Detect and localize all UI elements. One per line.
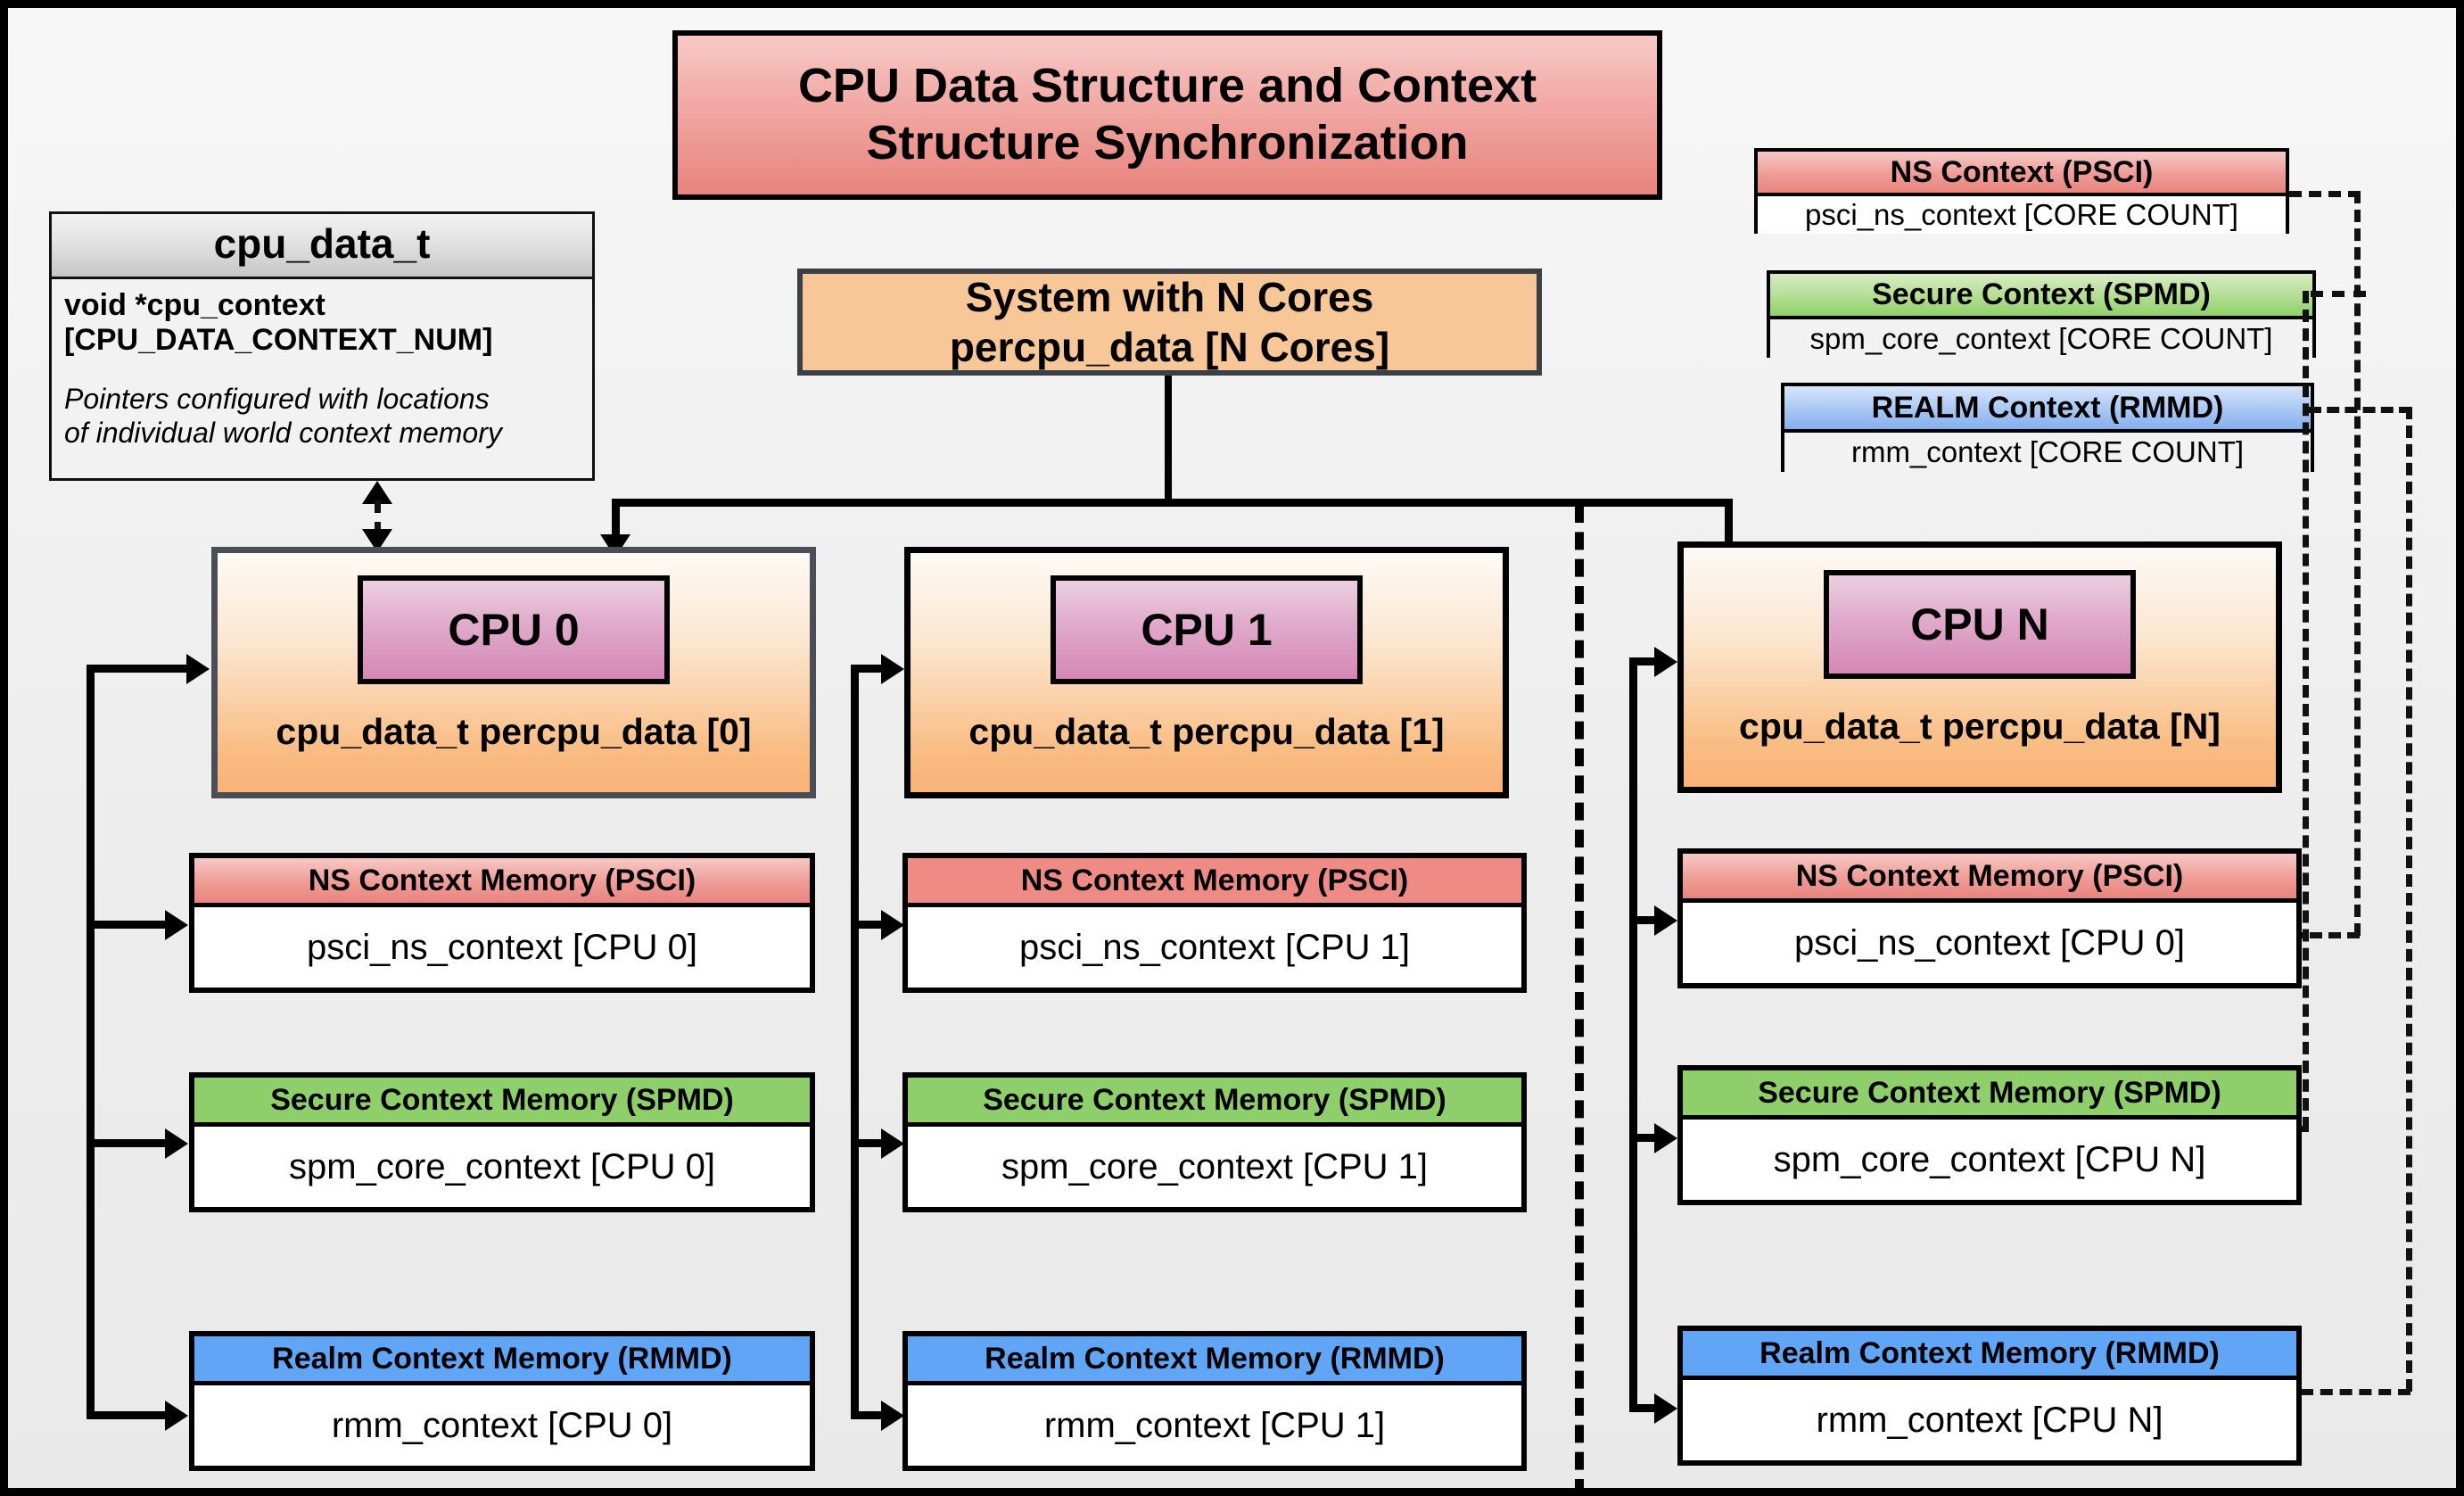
legend-secure-dashed-v bbox=[2303, 291, 2309, 1129]
legend-ns-context: NS Context (PSCI) psci_ns_context [CORE … bbox=[1754, 148, 2289, 234]
context-header-ns-cpu0: NS Context Memory (PSCI) bbox=[194, 858, 810, 907]
cpu0-trunk-line bbox=[87, 665, 95, 1419]
branch-to-cpun-line bbox=[1725, 499, 1733, 558]
legend-realm-context: REALM Context (RMMD) rmm_context [CORE C… bbox=[1781, 383, 2314, 472]
cpu-badge-0: CPU 0 bbox=[358, 575, 670, 684]
diagram-title: CPU Data Structure and Context Structure… bbox=[672, 30, 1662, 200]
cpu1-trunk-line bbox=[851, 665, 859, 1419]
cpu1-arrow-head-realm bbox=[881, 1401, 904, 1431]
cpu0-arrow-head-secure bbox=[165, 1128, 188, 1159]
context-box-ns-cpun: NS Context Memory (PSCI) psci_ns_context… bbox=[1677, 848, 2302, 988]
context-value-realm-cpun: rmm_context [CPU N] bbox=[1683, 1380, 2296, 1460]
context-value-ns-cpun: psci_ns_context [CPU 0] bbox=[1683, 903, 2296, 983]
context-box-secure-cpu1: Secure Context Memory (SPMD) spm_core_co… bbox=[902, 1072, 1527, 1212]
column-group-divider bbox=[1575, 505, 1584, 1488]
context-header-realm-cpu0: Realm Context Memory (RMMD) bbox=[194, 1336, 810, 1385]
context-header-ns-cpun: NS Context Memory (PSCI) bbox=[1683, 854, 2296, 903]
legend-ns-context-header: NS Context (PSCI) bbox=[1758, 152, 2286, 196]
struct-to-cpu0-arrow-up bbox=[362, 481, 392, 504]
cpun-arrow-head-ns bbox=[1654, 905, 1677, 936]
cpu1-arrow-line-ns bbox=[851, 921, 892, 929]
cpun-trunk-line bbox=[1629, 657, 1637, 1412]
cpu0-arrow-line-secure bbox=[87, 1139, 176, 1147]
context-value-realm-cpu0: rmm_context [CPU 0] bbox=[194, 1385, 810, 1466]
cpu0-arrow-line-realm bbox=[87, 1411, 176, 1419]
context-box-realm-cpun: Realm Context Memory (RMMD) rmm_context … bbox=[1677, 1326, 2302, 1466]
context-value-secure-cpu0: spm_core_context [CPU 0] bbox=[194, 1127, 810, 1207]
legend-realm-context-value: rmm_context [CORE COUNT] bbox=[1784, 433, 2311, 472]
context-value-realm-cpu1: rmm_context [CPU 1] bbox=[908, 1385, 1521, 1466]
context-header-secure-cpu0: Secure Context Memory (SPMD) bbox=[194, 1078, 810, 1127]
system-branch-bar bbox=[612, 499, 1733, 507]
struct-field-line-2: [CPU_DATA_CONTEXT_NUM] bbox=[64, 323, 493, 358]
system-overview-box: System with N Cores percpu_data [N Cores… bbox=[797, 269, 1542, 376]
cpu-sub-n: cpu_data_t percpu_data [N] bbox=[1739, 706, 2221, 747]
system-line-1: System with N Cores bbox=[965, 273, 1374, 320]
cpu1-arrow-head-secure bbox=[881, 1128, 904, 1159]
cpu-card-1: CPU 1 cpu_data_t percpu_data [1] bbox=[904, 547, 1509, 798]
context-box-ns-cpu0: NS Context Memory (PSCI) psci_ns_context… bbox=[189, 853, 815, 993]
cpun-arrow-line-ns bbox=[1629, 916, 1667, 924]
context-value-secure-cpun: spm_core_context [CPU N] bbox=[1683, 1120, 2296, 1200]
cpun-arrow-line-card bbox=[1629, 657, 1667, 665]
cpun-arrow-head-secure bbox=[1654, 1123, 1677, 1153]
struct-note-line-1: Pointers configured with locations bbox=[64, 382, 490, 415]
context-value-secure-cpu1: spm_core_context [CPU 1] bbox=[908, 1127, 1521, 1207]
cpu1-arrow-line-secure bbox=[851, 1139, 892, 1147]
context-box-realm-cpu1: Realm Context Memory (RMMD) rmm_context … bbox=[902, 1331, 1527, 1471]
cpu1-arrow-line-realm bbox=[851, 1411, 892, 1419]
cpu0-arrow-head-card bbox=[186, 654, 210, 684]
legend-secure-context: Secure Context (SPMD) spm_core_context [… bbox=[1767, 270, 2316, 358]
context-header-ns-cpu1: NS Context Memory (PSCI) bbox=[908, 858, 1521, 907]
struct-title: cpu_data_t bbox=[52, 214, 592, 279]
context-header-realm-cpun: Realm Context Memory (RMMD) bbox=[1683, 1331, 2296, 1380]
legend-ns-dashed-h-top bbox=[2289, 191, 2361, 197]
cpu0-arrow-head-realm bbox=[165, 1401, 188, 1431]
cpu-card-0: CPU 0 cpu_data_t percpu_data [0] bbox=[211, 547, 816, 798]
legend-ns-dashed-v bbox=[2354, 191, 2361, 936]
cpu0-arrow-line-ns bbox=[87, 921, 176, 929]
legend-realm-dashed-h-top bbox=[2309, 407, 2411, 413]
cpu1-arrow-line-card bbox=[851, 665, 892, 673]
context-header-realm-cpu1: Realm Context Memory (RMMD) bbox=[908, 1336, 1521, 1385]
context-value-ns-cpu0: psci_ns_context [CPU 0] bbox=[194, 907, 810, 988]
cpu-card-n: CPU N cpu_data_t percpu_data [N] bbox=[1677, 541, 2282, 793]
legend-realm-dashed-v bbox=[2406, 407, 2412, 1392]
cpu0-arrow-head-ns bbox=[165, 910, 188, 940]
legend-realm-context-header: REALM Context (RMMD) bbox=[1784, 386, 2311, 433]
legend-ns-context-value: psci_ns_context [CORE COUNT] bbox=[1758, 196, 2286, 234]
cpu1-arrow-head-card bbox=[881, 654, 904, 684]
cpu0-arrow-line-card bbox=[87, 665, 197, 673]
struct-field-line-1: void *cpu_context bbox=[64, 288, 326, 322]
context-box-secure-cpu0: Secure Context Memory (SPMD) spm_core_co… bbox=[189, 1072, 815, 1212]
struct-to-cpu0-dashed-line bbox=[375, 500, 381, 534]
system-line-2: percpu_data [N Cores] bbox=[949, 324, 1390, 370]
legend-secure-context-header: Secure Context (SPMD) bbox=[1770, 274, 2312, 319]
cpun-arrow-line-realm bbox=[1629, 1404, 1667, 1412]
context-header-secure-cpu1: Secure Context Memory (SPMD) bbox=[908, 1078, 1521, 1127]
legend-secure-dashed-h-top bbox=[2311, 291, 2366, 297]
context-header-secure-cpun: Secure Context Memory (SPMD) bbox=[1683, 1070, 2296, 1120]
system-trunk-line bbox=[1165, 376, 1172, 502]
branch-to-cpu0-line bbox=[612, 499, 620, 541]
cpun-arrow-head-realm bbox=[1654, 1393, 1677, 1424]
context-value-ns-cpu1: psci_ns_context [CPU 1] bbox=[908, 907, 1521, 988]
legend-secure-context-value: spm_core_context [CORE COUNT] bbox=[1770, 319, 2312, 358]
context-box-realm-cpu0: Realm Context Memory (RMMD) rmm_context … bbox=[189, 1331, 815, 1471]
legend-realm-dashed-h-bottom bbox=[2204, 1389, 2410, 1395]
cpu-badge-n: CPU N bbox=[1824, 570, 2136, 679]
cpu-sub-1: cpu_data_t percpu_data [1] bbox=[968, 711, 1445, 752]
context-box-ns-cpu1: NS Context Memory (PSCI) psci_ns_context… bbox=[902, 853, 1527, 993]
cpu1-arrow-head-ns bbox=[881, 910, 904, 940]
context-box-secure-cpun: Secure Context Memory (SPMD) spm_core_co… bbox=[1677, 1065, 2302, 1205]
cpun-arrow-line-secure bbox=[1629, 1134, 1667, 1142]
cpu-sub-0: cpu_data_t percpu_data [0] bbox=[276, 711, 752, 752]
cpu-badge-1: CPU 1 bbox=[1051, 575, 1363, 684]
cpun-arrow-head-card bbox=[1654, 647, 1677, 677]
struct-note-line-2: of individual world context memory bbox=[64, 417, 502, 450]
cpu-data-t-struct-card: cpu_data_t void *cpu_context [CPU_DATA_C… bbox=[49, 211, 595, 481]
